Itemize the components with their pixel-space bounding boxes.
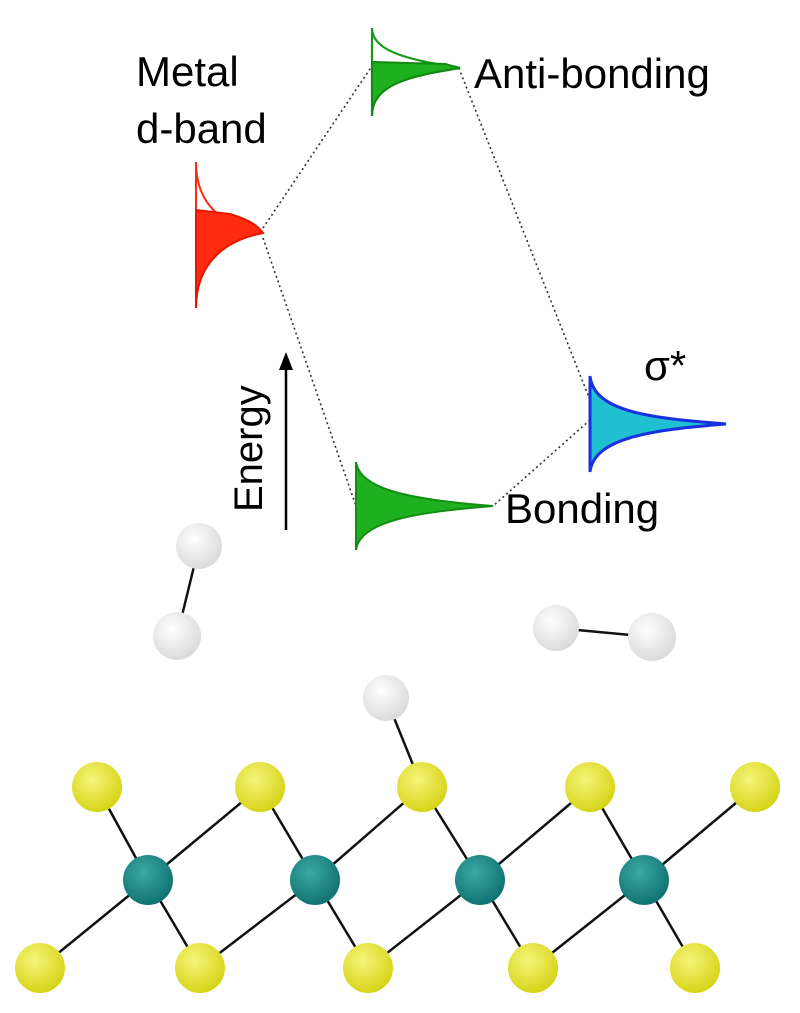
sigma-star-label: σ* [644,342,686,389]
line-sigma-to-bonding [492,419,591,507]
metal-row [123,855,669,905]
sulfur-atom [397,762,447,812]
bonding-peak [355,461,494,551]
sulfur-atom [670,943,720,993]
line-sigma-to-antibonding [457,65,591,401]
antibonding-label: Anti-bonding [474,50,710,97]
hydrogen-atom [176,523,222,569]
metal-atom [455,855,505,905]
hydrogen-atom [363,675,409,721]
sulfur-atom [730,762,780,812]
hydrogen-atom [628,613,676,661]
energy-axis-label: Energy [227,385,271,512]
sulfur-atom [565,762,615,812]
line-dband-to-bonding [262,237,357,507]
metal-label-line1: Metal [136,48,239,95]
sulfur-row-bottom [15,943,720,993]
hydrogen-atom [153,612,201,660]
metal-atom [290,855,340,905]
energy-axis: Energy [227,352,293,530]
metal-d-band-peak [195,161,265,309]
metal-atom [619,855,669,905]
sulfur-atom [508,943,558,993]
metal-label-line2: d-band [136,105,267,152]
h2-molecule-right [533,605,676,661]
hydrogen-atom [533,605,579,651]
h2-molecule-left [153,523,222,660]
antibonding-peak [370,27,461,117]
arrow-up-icon [279,352,293,370]
line-dband-to-antibonding [262,65,373,229]
bonding-label: Bonding [505,485,659,532]
sulfur-atom [175,943,225,993]
sulfur-atom [72,762,122,812]
sulfur-atom [235,762,285,812]
sulfur-row-top [72,762,780,812]
sigma-star-peak [588,375,727,473]
correlation-lines [262,65,591,507]
sulfur-atom [15,943,65,993]
metal-atom [123,855,173,905]
sulfur-atom [343,943,393,993]
